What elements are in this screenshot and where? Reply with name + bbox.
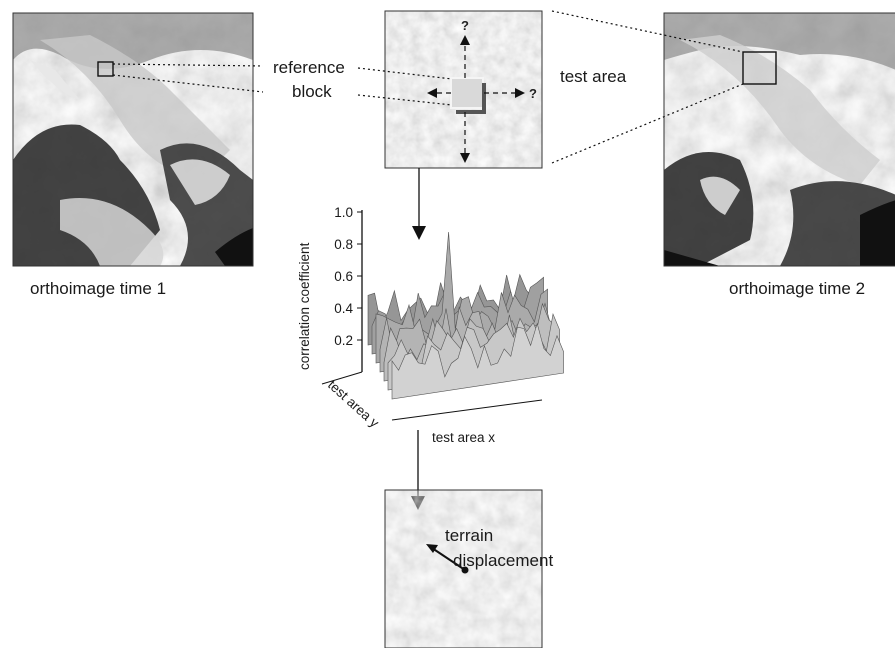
test-area-label: test area xyxy=(560,67,627,86)
y-axis-edge xyxy=(321,371,363,385)
z-tick-label: 1.0 xyxy=(334,205,353,220)
test-area-marker xyxy=(742,51,777,85)
y-axis-label: test area y xyxy=(325,377,382,430)
x-axis-label: test area x xyxy=(432,430,495,445)
reference-label-line2: block xyxy=(292,82,332,101)
z-tick-label: 0.8 xyxy=(334,237,353,252)
reference-block-window xyxy=(450,77,484,109)
z-tick-label: 0.2 xyxy=(334,333,353,348)
surface-ridge xyxy=(391,322,564,400)
terrain-label-line1: terrain xyxy=(445,526,493,545)
displacement-vector xyxy=(431,547,466,571)
orthoimage-time-1 xyxy=(13,13,253,266)
question-mark-right: ? xyxy=(529,86,537,101)
z-axis-label: correlation coefficient xyxy=(297,242,312,370)
question-mark-top: ? xyxy=(461,18,469,33)
terrain-label-line2: displacement xyxy=(453,551,553,570)
reference-label-line1: reference xyxy=(273,58,345,77)
correlation-surface-chart: 1.00.80.60.40.2 correlation coefficient … xyxy=(297,205,564,445)
reference-block-marker xyxy=(97,61,114,77)
orthoimage-time-1-label: orthoimage time 1 xyxy=(30,279,166,298)
orthoimage-time-2-label: orthoimage time 2 xyxy=(729,279,865,298)
orthoimage-time-2-frame xyxy=(663,12,895,267)
connector-lines xyxy=(112,10,744,164)
orthoimage-time-2 xyxy=(664,13,895,266)
z-tick-label: 0.6 xyxy=(334,269,353,284)
arrow-to-surface-head xyxy=(412,226,426,240)
x-axis-edge xyxy=(391,399,543,421)
displacement-vector-head xyxy=(426,544,438,553)
z-tick-label: 0.4 xyxy=(334,301,353,316)
surface-plot xyxy=(367,231,564,400)
orthoimage-time-1-frame xyxy=(12,12,254,267)
z-axis-ticks: 1.0 0.8 0.6 0.4 0.2 xyxy=(334,205,362,348)
